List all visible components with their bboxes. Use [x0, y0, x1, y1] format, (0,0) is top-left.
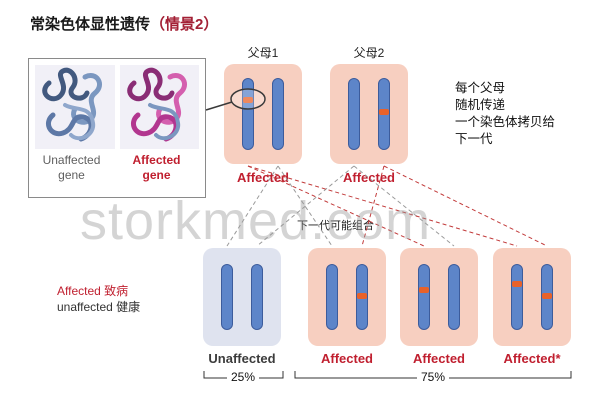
affected-gene-word2: gene: [142, 168, 171, 182]
gene-panels: [29, 59, 205, 151]
child3-chromosome-left: [418, 264, 430, 330]
child3-status: Affected: [412, 351, 465, 366]
child2-chromosome-right: [356, 264, 368, 330]
note-line2: 随机传递: [455, 98, 506, 112]
child2-gene-band: [357, 293, 367, 299]
parent1-affected-chromosome: [242, 78, 254, 150]
child2-box: [308, 248, 386, 346]
child1-box: [203, 248, 281, 346]
offspring-heading: 下一代可能组合: [297, 220, 374, 232]
child1-chromosome-right: [251, 264, 263, 330]
child3-box: [400, 248, 478, 346]
page-title: 常染色体显性遗传（情景2）: [30, 13, 218, 34]
parent1-status: Affected: [236, 170, 289, 185]
parent2-normal-chromosome: [348, 78, 360, 150]
gene-labels: Unaffected gene Affected gene: [29, 153, 205, 183]
affected-gene-label: Affected gene: [114, 153, 199, 183]
unaffected-chromatin-icon: [42, 67, 102, 142]
gene-detail-box: Unaffected gene Affected gene: [28, 58, 206, 198]
child4-chromosome-left: [511, 264, 523, 330]
watermark: storkmed.com: [80, 191, 432, 251]
parent2-status: Affected: [342, 170, 395, 185]
note-line1: 每个父母: [455, 81, 506, 95]
child2-status: Affected: [320, 351, 373, 366]
legend-affected: Affected 致病: [57, 284, 129, 298]
title-scenario: （情景2）: [150, 16, 219, 33]
child2-chromosome-left: [326, 264, 338, 330]
parent2-box: [330, 64, 408, 164]
percent-affected: 75%: [393, 370, 473, 384]
child4-gene-band-left: [512, 281, 522, 287]
unaffected-gene-word2: gene: [58, 168, 85, 182]
child3-chromosome-right: [448, 264, 460, 330]
child1-chromosome-left: [221, 264, 233, 330]
note-line4: 下一代: [455, 132, 493, 146]
unaffected-gene-image: [35, 65, 115, 149]
percent-affected-value: 75%: [416, 370, 450, 384]
title-main: 常染色体显性遗传: [30, 16, 151, 33]
unaffected-gene-label: Unaffected gene: [29, 153, 114, 183]
parent2-gene-band: [379, 109, 389, 115]
unaffected-gene-word1: Unaffected: [42, 153, 101, 167]
parent1-gene-band: [243, 97, 253, 103]
child4-status: Affected*: [503, 351, 561, 366]
child3-gene-band: [419, 287, 429, 293]
note-line3: 一个染色体拷贝给: [455, 115, 556, 129]
percent-unaffected: 25%: [203, 370, 283, 384]
transmission-note: 每个父母 随机传递 一个染色体拷贝给 下一代: [455, 80, 555, 148]
legend: Affected 致病 unaffected 健康: [57, 283, 140, 315]
affected-gene-image: [119, 65, 199, 149]
child4-gene-band-right: [542, 293, 552, 299]
affected-gene-word1: Affected: [132, 153, 181, 167]
parent2-affected-chromosome: [378, 78, 390, 150]
legend-unaffected: unaffected 健康: [57, 300, 141, 314]
parent2-label: 父母2: [353, 46, 385, 60]
parent1-normal-chromosome: [272, 78, 284, 150]
child4-box: [493, 248, 571, 346]
parent1-box: [224, 64, 302, 164]
parent1-label: 父母1: [247, 46, 279, 60]
child1-status: Unaffected: [208, 351, 276, 366]
percent-unaffected-value: 25%: [226, 370, 260, 384]
child4-chromosome-right: [541, 264, 553, 330]
affected-chromatin-icon: [126, 67, 187, 142]
